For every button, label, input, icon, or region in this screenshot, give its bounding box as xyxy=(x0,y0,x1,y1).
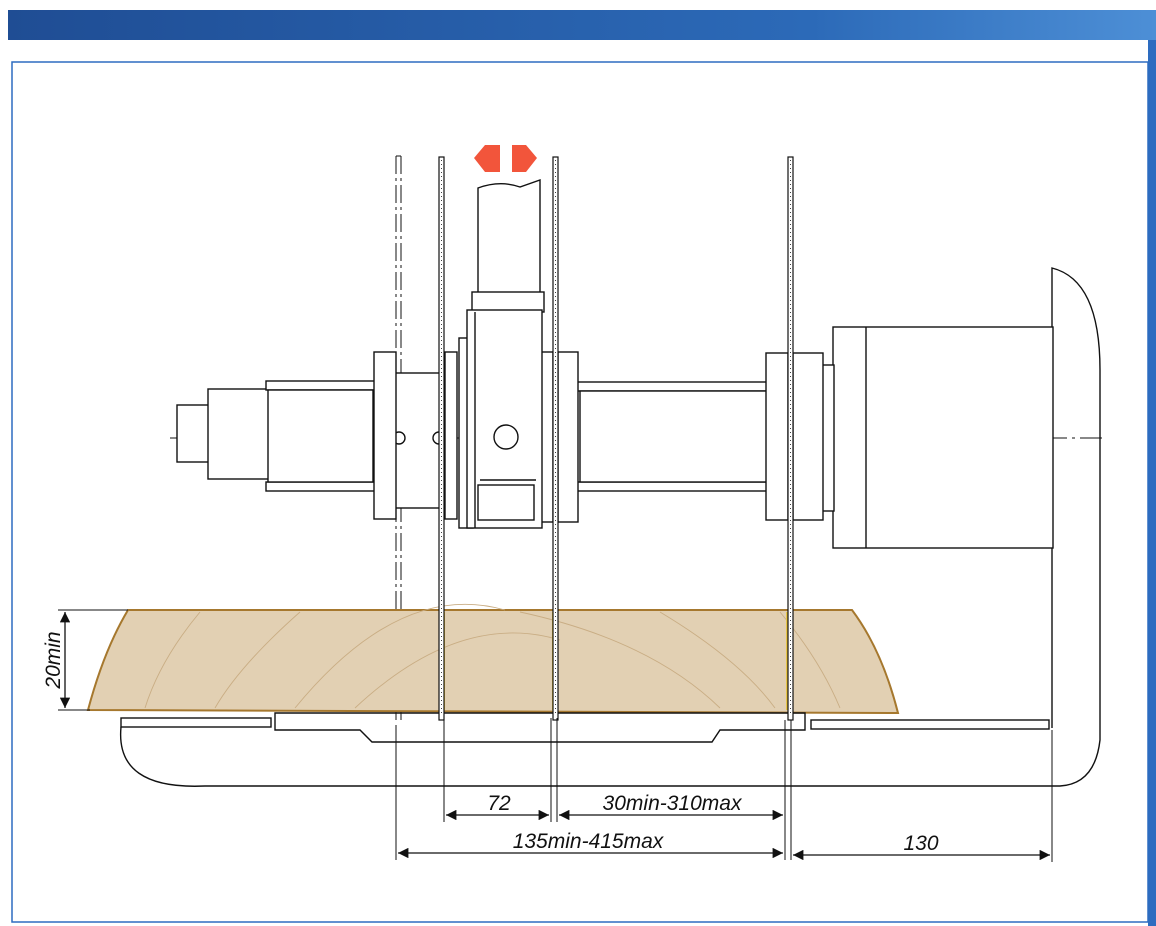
arrow-left-icon xyxy=(474,145,500,172)
wood-board xyxy=(86,603,900,715)
moving-head xyxy=(458,179,545,529)
blade-flanges xyxy=(373,351,824,523)
motor xyxy=(819,326,1054,549)
saw-blade-2 xyxy=(552,156,559,721)
arrow-right-icon xyxy=(512,145,537,172)
dim-cut-width-label: 135min-415max xyxy=(513,830,665,853)
dim-board-thickness-label: 20min xyxy=(42,631,65,689)
wood-grain xyxy=(144,603,841,709)
saw-blade-3 xyxy=(787,156,794,721)
spacer-collar xyxy=(392,372,446,509)
dim-blade-gap-label: 72 xyxy=(487,792,511,815)
extension-lines xyxy=(58,609,1053,862)
machine-table xyxy=(119,267,1101,787)
saw-blade-1 xyxy=(438,156,445,721)
right-edge-strip xyxy=(1148,40,1156,926)
frame-border xyxy=(11,61,1149,923)
dim-blade-spacing-label: 30min-310max xyxy=(603,792,743,815)
header-band xyxy=(8,10,1156,40)
dimension-lines xyxy=(59,612,1050,861)
dim-fence-offset-label: 130 xyxy=(903,832,938,855)
shaft-assembly xyxy=(176,380,769,492)
